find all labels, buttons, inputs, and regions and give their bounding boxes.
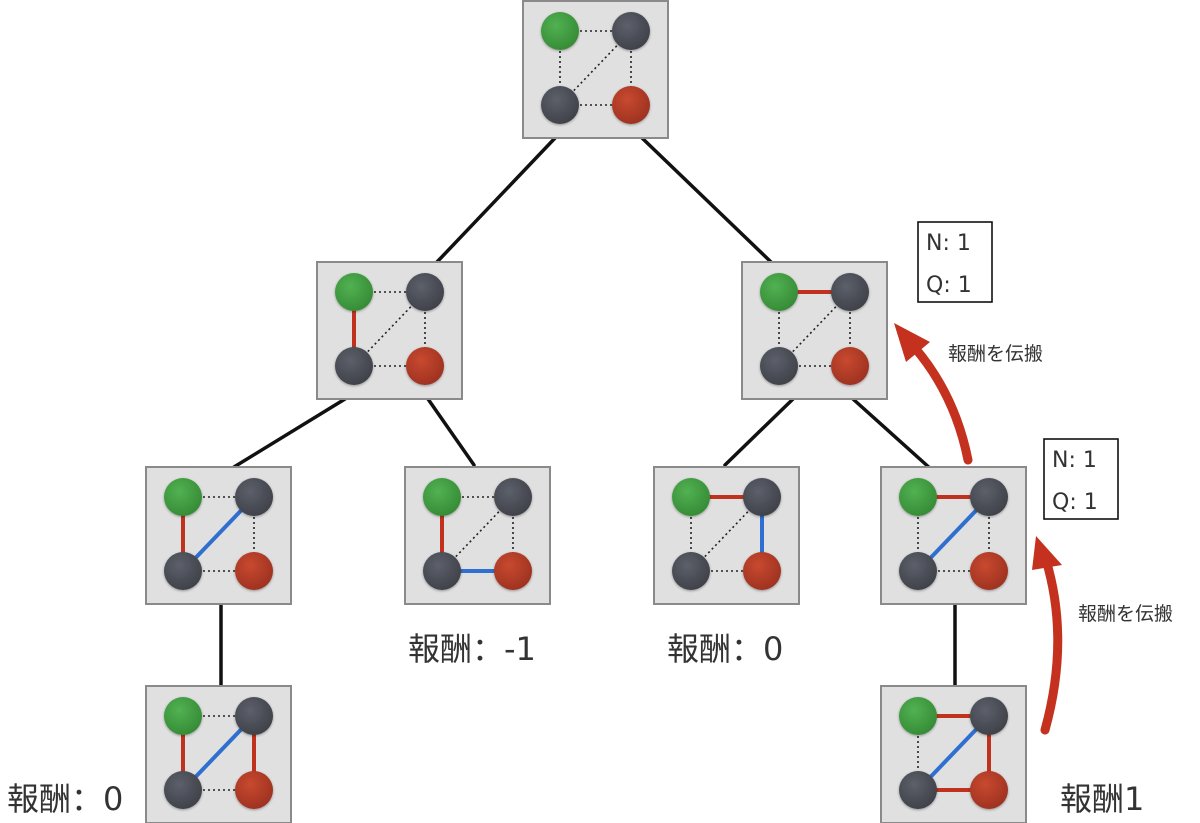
vertex-dark — [494, 478, 532, 516]
vertex-red — [235, 771, 273, 809]
vertex-dark — [235, 478, 273, 516]
vertex-green — [541, 12, 579, 50]
arrow-head — [1032, 536, 1062, 570]
vertex-green — [164, 697, 202, 735]
vertex-dark — [831, 273, 869, 311]
tree-node-l2-b — [404, 466, 551, 605]
vertex-dark — [335, 347, 373, 385]
propagation-arrow-lower — [1032, 536, 1063, 735]
vertex-green — [164, 478, 202, 516]
vertex-red — [235, 552, 273, 590]
tree-node-l2-a — [145, 466, 292, 605]
tree-edge — [723, 397, 795, 467]
propagate-label-upper: 報酬を伝搬 — [948, 343, 1043, 365]
stats-box-l1-right: N: 1 Q: 1 — [917, 221, 993, 303]
tree-node-l2-d — [880, 466, 1027, 605]
vertex-dark — [970, 697, 1008, 735]
tree-node-l3-left — [145, 685, 292, 823]
tree-edge — [639, 135, 773, 264]
vertex-dark — [612, 12, 650, 50]
vertex-dark — [406, 273, 444, 311]
vertex-green — [335, 273, 373, 311]
arrow-shaft — [1040, 555, 1063, 735]
tree-node-l1-right — [741, 261, 888, 400]
vertex-green — [423, 478, 461, 516]
propagate-label-lower: 報酬を伝搬 — [1078, 603, 1173, 625]
tree-edge — [851, 397, 934, 472]
tree-node-l2-c — [653, 466, 800, 605]
vertex-green — [760, 273, 798, 311]
vertex-green — [899, 478, 937, 516]
vertex-red — [612, 86, 650, 124]
vertex-red — [494, 552, 532, 590]
vertex-dark — [743, 478, 781, 516]
vertex-dark — [672, 552, 710, 590]
vertex-dark — [423, 552, 461, 590]
vertex-dark — [899, 552, 937, 590]
tree-node-l1-left — [316, 261, 463, 400]
reward-label-l2-c: 報酬：0 — [667, 630, 783, 668]
vertex-green — [899, 697, 937, 735]
vertex-green — [672, 478, 710, 516]
q-value: Q: 1 — [926, 273, 972, 298]
vertex-dark — [899, 771, 937, 809]
vertex-red — [970, 552, 1008, 590]
visit-count: N: 1 — [926, 231, 971, 256]
stats-box-frame — [1043, 438, 1119, 520]
tree-node-l3-right — [880, 685, 1027, 823]
tree-edges — [219, 135, 957, 688]
stats-box-frame — [917, 221, 993, 303]
tree-edge — [232, 397, 347, 469]
visit-count: N: 1 — [1052, 448, 1097, 473]
vertex-dark — [541, 86, 579, 124]
tree-node-root — [522, 0, 669, 139]
vertex-dark — [970, 478, 1008, 516]
vertex-dark — [164, 771, 202, 809]
reward-label-l2-b: 報酬：-1 — [408, 630, 536, 668]
tree-nodes — [145, 0, 1027, 823]
q-value: Q: 1 — [1052, 490, 1098, 515]
propagation-arrow-upper — [894, 323, 973, 465]
vertex-red — [970, 771, 1008, 809]
reward-label-l3-left: 報酬：0 — [7, 780, 123, 818]
tree-edge — [426, 397, 476, 467]
vertex-red — [831, 347, 869, 385]
stats-box-l2-d: N: 1 Q: 1 — [1043, 438, 1119, 520]
vertex-red — [406, 347, 444, 385]
tree-edge — [435, 135, 558, 264]
arrow-shaft — [910, 343, 973, 465]
vertex-red — [743, 552, 781, 590]
vertex-dark — [760, 347, 798, 385]
vertex-dark — [235, 697, 273, 735]
reward-label-l3-right: 報酬1 — [1060, 780, 1144, 818]
vertex-dark — [164, 552, 202, 590]
arrow-head — [894, 323, 930, 362]
